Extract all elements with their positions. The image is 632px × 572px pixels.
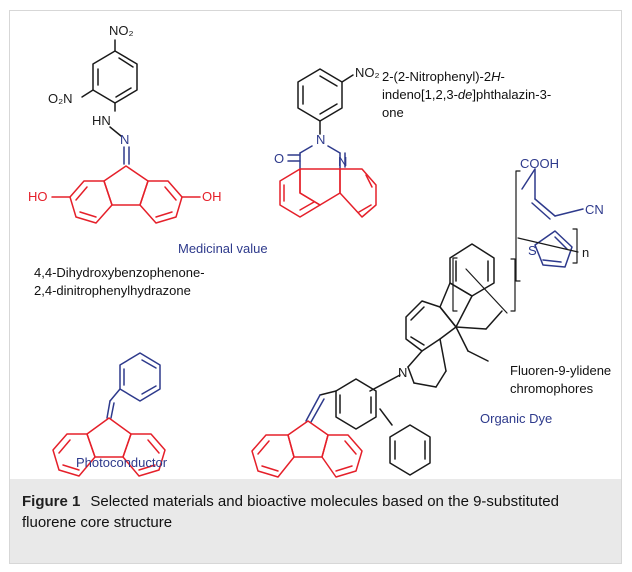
fluorenylidene-label-line1: Fluoren-9-ylidene (510, 363, 612, 378)
atom-ho: HO (28, 189, 48, 204)
atom-n-ring-1: N (316, 132, 325, 147)
phthalazinone-ring (287, 145, 346, 170)
phenyl-ring (106, 352, 161, 419)
atom-n-amine: N (398, 365, 407, 380)
atom-no2-mid: NO₂ (355, 65, 380, 80)
atom-o2n: O₂N (48, 91, 73, 106)
nitrophenyl-label-line1: 2-(2-Nitrophenyl)-2H- (382, 69, 505, 84)
atom-n-ring-2: N (338, 154, 347, 169)
vinyl-linker (305, 394, 325, 423)
cyanoacrylic-acid (521, 168, 584, 220)
atom-hn: HN (92, 113, 111, 128)
hydrazone-molecule (51, 39, 201, 224)
fluorenylidene-label-line2: chromophores (510, 381, 594, 396)
fluorene-bridge (405, 243, 503, 388)
hydrazone-label-line1: 4,4-Dihydroxybenzophenone- (34, 265, 205, 280)
hydrazone-label-line2: 2,4-dinitrophenylhydrazone (34, 283, 191, 298)
nitrophenyl-ring (297, 68, 354, 135)
nitrophenyl-label-line2: indeno[1,2,3-de]phthalazin-3- (382, 87, 552, 102)
figure-panel: NO₂ O₂N HN N HO OH NO₂ N O N COOH CN S n… (9, 10, 622, 481)
organic-dye-molecule (251, 168, 584, 478)
indeno-core (279, 168, 377, 218)
fluorene-core-3 (251, 420, 363, 478)
atom-cn: CN (585, 202, 604, 217)
repeat-index: n (582, 245, 589, 260)
fluorene-core-2 (52, 417, 166, 477)
nitrophenyl-label-line3: one (382, 105, 404, 120)
fluorene-core (51, 165, 201, 224)
hydrazone-double-bond (123, 146, 130, 165)
structures-drawing: NO₂ O₂N HN N HO OH NO₂ N O N COOH CN S n… (28, 23, 604, 478)
triarylamine (319, 374, 431, 476)
atom-no2-top: NO₂ (109, 23, 134, 38)
thiophene-ring (534, 230, 573, 268)
atom-n-hydrazone: N (120, 132, 129, 147)
atom-cooh: COOH (520, 156, 559, 171)
atom-oh: OH (202, 189, 222, 204)
phthalazinone-molecule (279, 68, 377, 218)
photoconductor-molecule (52, 352, 166, 477)
dinitrophenyl-ring (81, 39, 138, 137)
organic-dye-label: Organic Dye (480, 411, 553, 426)
figure-number: Figure 1 (22, 493, 81, 510)
atom-s: S (528, 243, 537, 258)
repeat-brackets (452, 170, 579, 314)
atom-o: O (274, 151, 284, 166)
photoconductor-label: Photoconductor (76, 455, 168, 470)
caption-text: Selected materials and bioactive molecul… (22, 493, 559, 531)
medicinal-value-label: Medicinal value (178, 241, 268, 256)
